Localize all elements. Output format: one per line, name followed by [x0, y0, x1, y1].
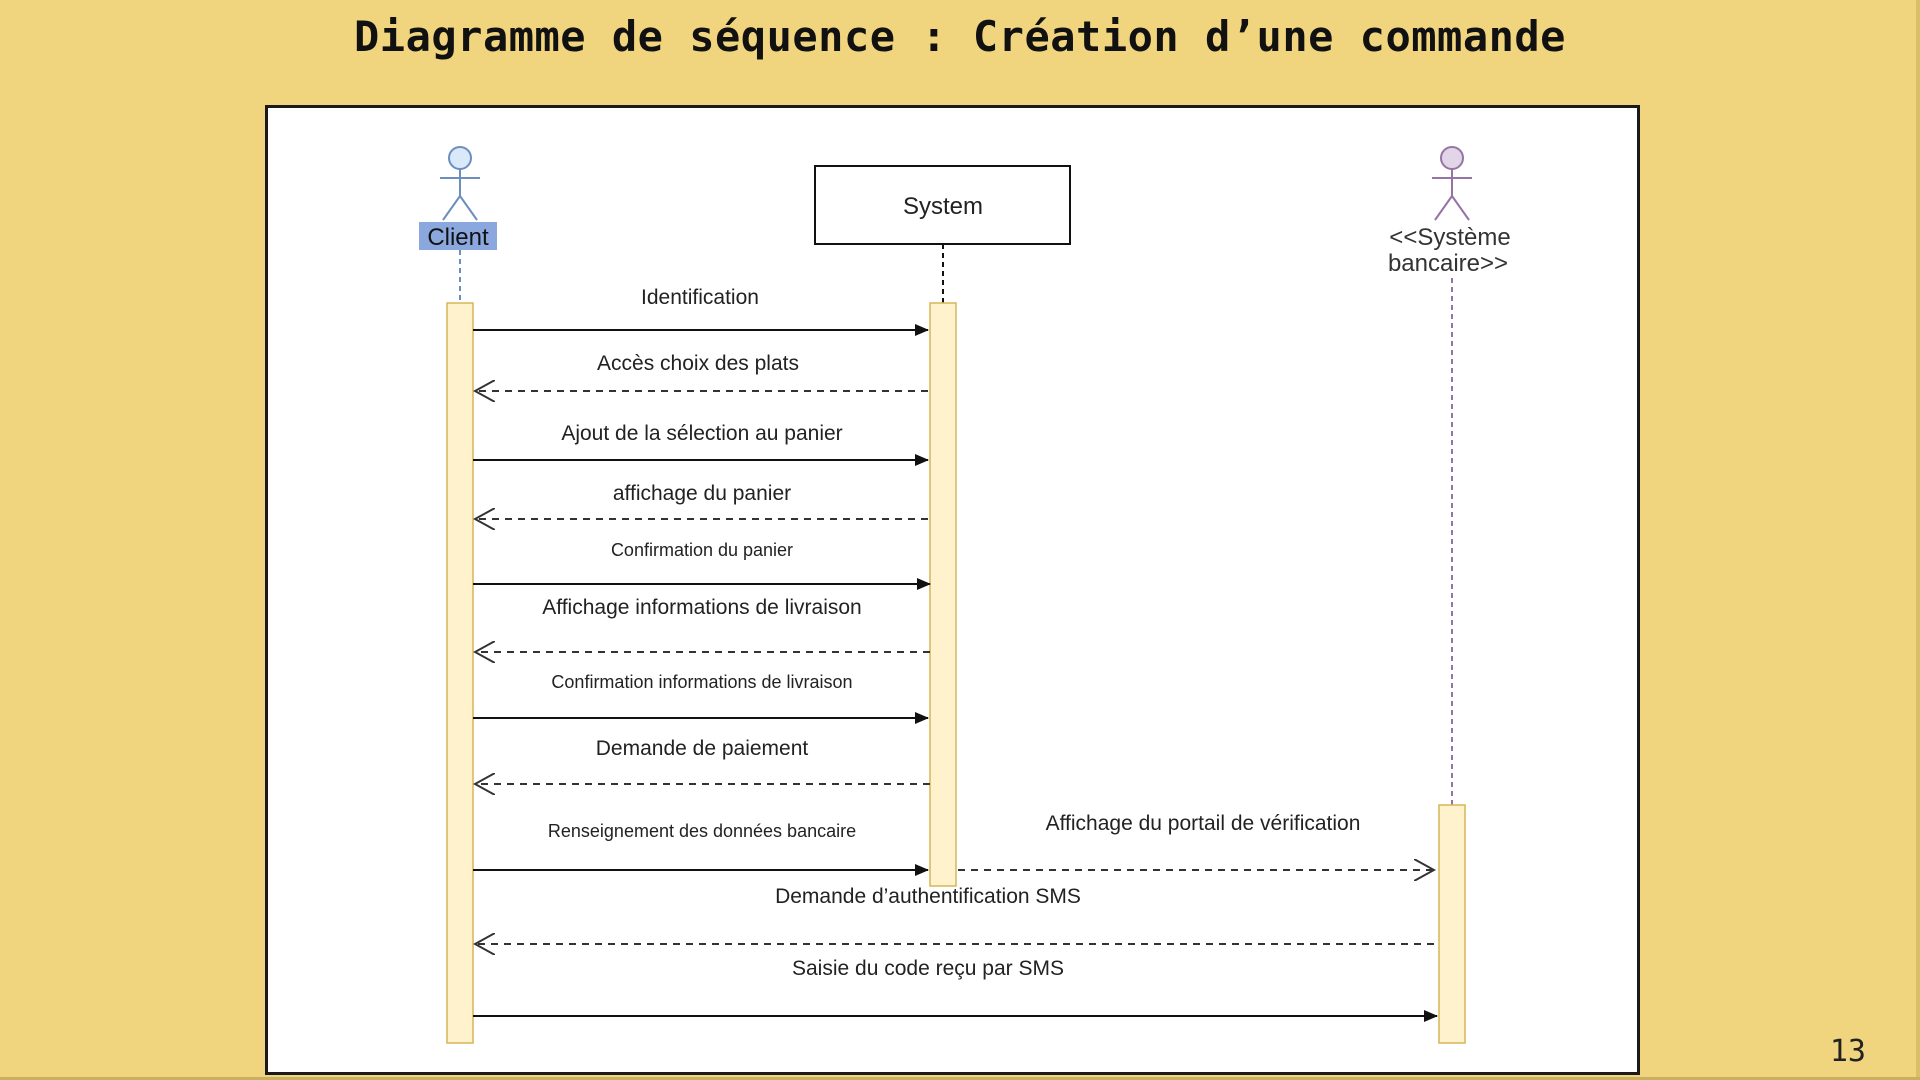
sequence-diagram-canvas: Client System <<Système bancaire>>: [419, 146, 1511, 1044]
message-ajout-panier: Ajout de la sélection au panier: [473, 422, 929, 466]
message-portail-verification-label: Affichage du portail de vérification: [1046, 812, 1361, 835]
client-label-highlight: [419, 222, 497, 250]
message-confirmation-panier: Confirmation du panier: [473, 540, 931, 590]
message-demande-paiement-label: Demande de paiement: [596, 737, 809, 760]
message-ajout-panier-label: Ajout de la sélection au panier: [561, 422, 842, 445]
slide-title: Diagramme de séquence : Création d’une c…: [354, 12, 1566, 61]
system-activation-bar: [929, 302, 957, 887]
bank-actor: <<Système bancaire>>: [1388, 146, 1511, 277]
message-saisie-code-sms-label: Saisie du code reçu par SMS: [792, 957, 1064, 980]
sequence-diagram: Client System <<Système bancaire>>: [265, 105, 1640, 1075]
system-label: System: [903, 193, 983, 220]
message-affichage-livraison-label: Affichage informations de livraison: [542, 596, 861, 619]
message-affichage-panier: affichage du panier: [475, 482, 928, 519]
slide-right-edge: [1916, 0, 1920, 1080]
page-number: 13: [1829, 1034, 1866, 1069]
bank-label-line1: <<Système: [1389, 224, 1510, 251]
client-actor: Client: [419, 146, 497, 251]
message-confirmation-livraison: Confirmation informations de livraison: [473, 672, 929, 724]
client-label: Client: [427, 224, 489, 251]
message-affichage-livraison: Affichage informations de livraison: [475, 596, 930, 652]
message-saisie-code-sms: Saisie du code reçu par SMS: [473, 957, 1438, 1022]
message-authentification-sms: Demande d’authentification SMS: [475, 885, 1434, 944]
message-identification: Identification: [473, 286, 929, 336]
message-affichage-panier-label: affichage du panier: [613, 482, 791, 505]
client-activation-bar: [446, 302, 474, 1044]
message-identification-label: Identification: [641, 286, 759, 309]
message-donnees-bancaire: Renseignement des données bancaire: [473, 821, 929, 876]
bank-activation-bar: [1438, 804, 1466, 1044]
client-actor-icon: [440, 146, 480, 221]
system-participant: System: [814, 165, 1071, 245]
system-box: [814, 165, 1071, 245]
message-acces-choix-plats-label: Accès choix des plats: [597, 352, 799, 375]
message-portail-verification: Affichage du portail de vérification: [958, 812, 1434, 870]
bank-label-line2: bancaire>>: [1388, 250, 1508, 277]
message-authentification-sms-label: Demande d’authentification SMS: [775, 885, 1081, 908]
message-acces-choix-plats: Accès choix des plats: [475, 352, 928, 391]
message-demande-paiement: Demande de paiement: [475, 737, 930, 784]
slide-bottom-edge: [0, 1077, 1920, 1080]
bank-actor-icon: [1432, 146, 1472, 221]
message-donnees-bancaire-label: Renseignement des données bancaire: [548, 821, 856, 841]
message-confirmation-panier-label: Confirmation du panier: [611, 540, 793, 560]
message-confirmation-livraison-label: Confirmation informations de livraison: [551, 672, 852, 692]
